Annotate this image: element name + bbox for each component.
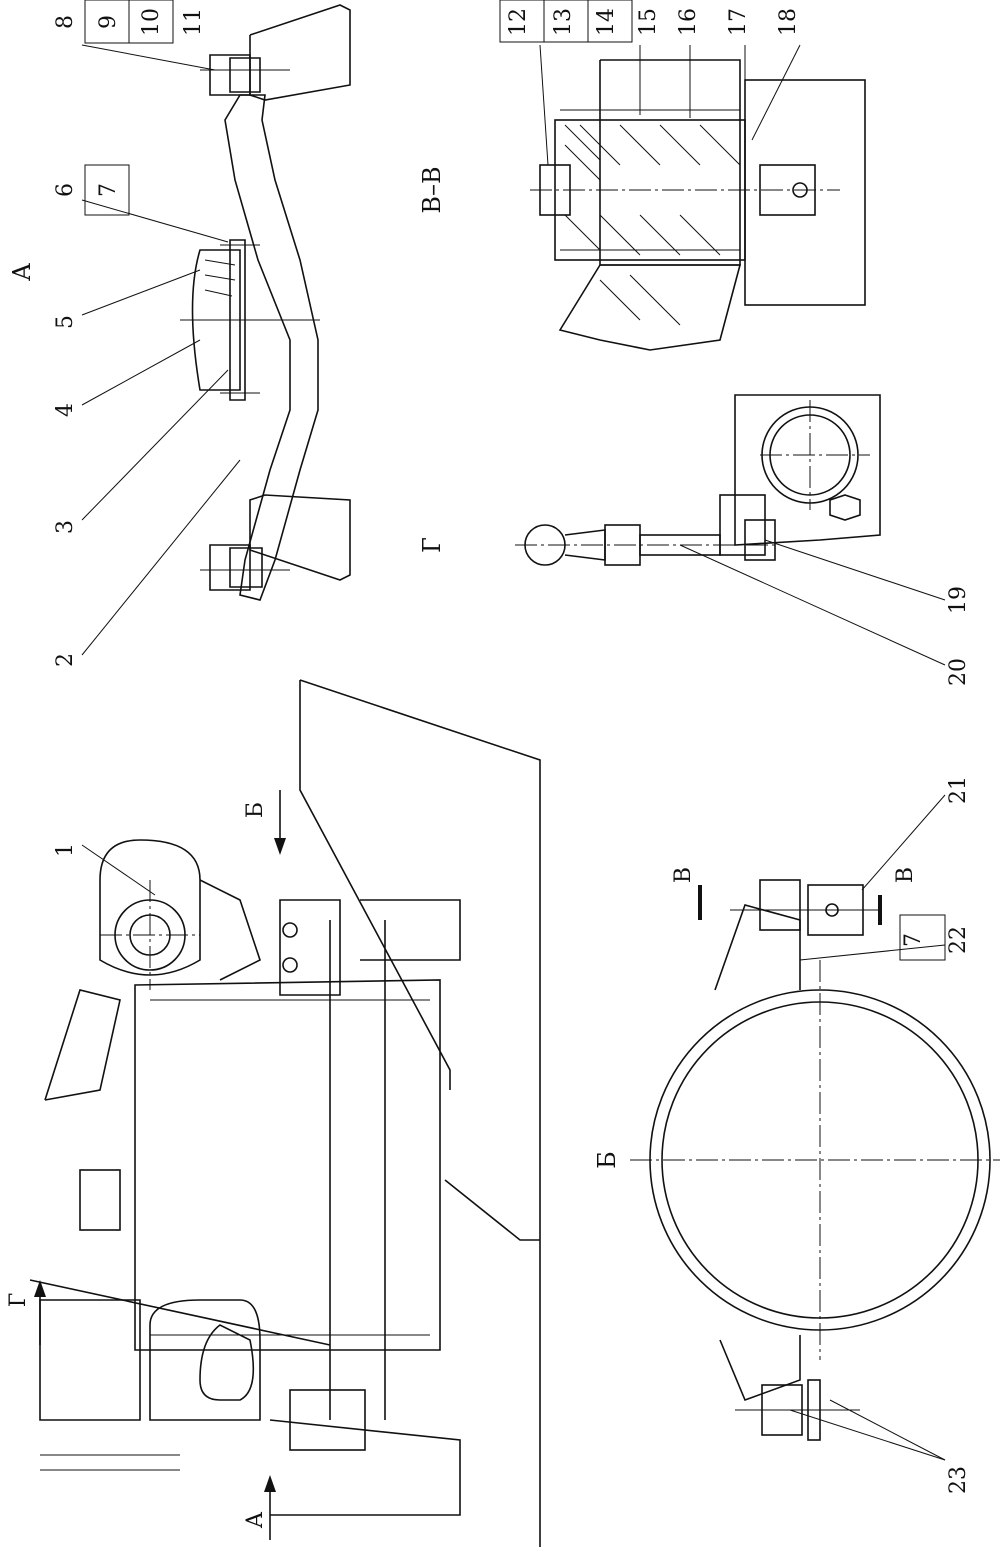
- callout-7b: 7: [901, 933, 926, 947]
- callout-17: 17: [726, 8, 751, 36]
- callout-3: 3: [53, 520, 78, 534]
- callout-22: 22: [946, 926, 971, 954]
- callout-9: 9: [96, 15, 121, 29]
- callout-21: 21: [946, 776, 971, 804]
- callout-14: 14: [594, 8, 619, 36]
- view-b-label: Б: [593, 1151, 621, 1169]
- callout-4: 4: [53, 403, 78, 417]
- view-g-label: Г: [418, 537, 446, 553]
- callout-2: 2: [53, 653, 78, 667]
- view-g-lever: [515, 394, 946, 666]
- callout-10: 10: [139, 8, 164, 36]
- callout-23: 23: [946, 1466, 971, 1494]
- callout-1: 1: [53, 843, 78, 857]
- arrow-b-label: Б: [243, 802, 268, 818]
- cut-v-top-label: В: [671, 867, 696, 883]
- callout-7a: 7: [96, 183, 121, 197]
- callout-5: 5: [53, 315, 78, 329]
- arrow-a-label: А: [243, 1511, 268, 1528]
- view-labels: А В–В Г Б Б А Г В В: [6, 166, 918, 1528]
- callout-20: 20: [946, 658, 971, 686]
- arrow-g-label: Г: [6, 1293, 31, 1308]
- cut-v-bottom-label: В: [893, 867, 918, 883]
- callout-labels: 1 2 3 4 5 6 7 8 9 10 11 12 13 14 15 16 1…: [53, 8, 971, 1494]
- callout-6: 6: [53, 183, 78, 197]
- view-v-label: В–В: [418, 166, 446, 213]
- view-v-section: [499, 0, 866, 351]
- callout-16: 16: [676, 8, 701, 36]
- callout-8: 8: [53, 15, 78, 29]
- callout-19: 19: [946, 586, 971, 614]
- callout-12: 12: [506, 8, 531, 36]
- engine-main-view: [29, 679, 541, 1552]
- view-a-label: А: [8, 263, 36, 281]
- view-b-tank-ring: [630, 794, 1000, 1461]
- callout-18: 18: [776, 8, 801, 36]
- direction-arrows: [34, 790, 286, 1540]
- callout-13: 13: [551, 8, 576, 36]
- callout-11: 11: [181, 8, 206, 36]
- view-a-beam-assembly: [81, 0, 351, 656]
- callout-15: 15: [636, 8, 661, 36]
